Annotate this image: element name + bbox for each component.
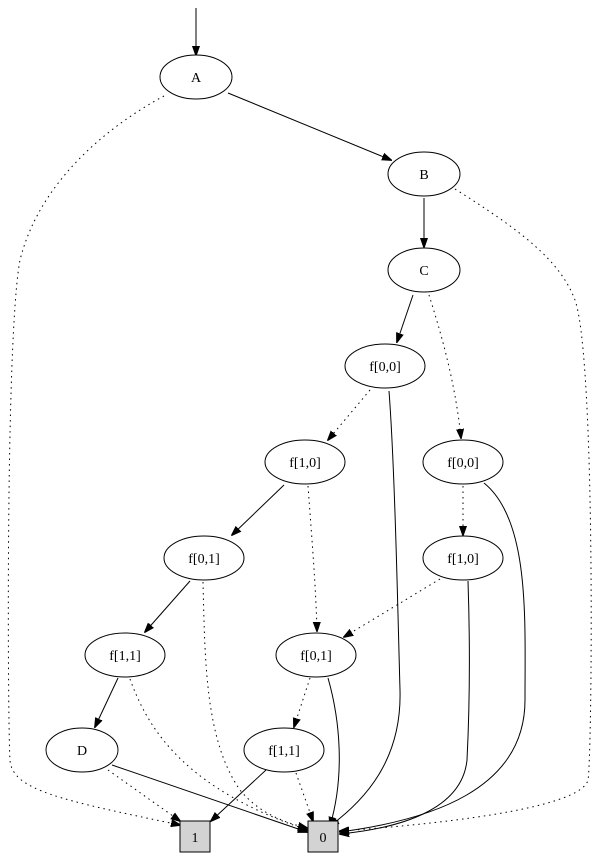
edge-f00left-zero-high (330, 390, 401, 826)
node-C[interactable]: C (387, 247, 461, 293)
edge-f10left-f01mid-low (307, 485, 317, 631)
node-f11-left[interactable]: f[1,1] (84, 632, 166, 678)
edge-f11mid-zero-low (295, 772, 313, 821)
edge-f00left-f10left-low (328, 389, 371, 440)
terminal-label: 0 (320, 831, 327, 846)
node-label: f[1,0] (447, 552, 479, 567)
edge-f01mid-zero-high (327, 677, 340, 826)
node-f10-right[interactable]: f[1,0] (422, 535, 504, 581)
node-f00-left[interactable]: f[0,0] (344, 343, 426, 389)
node-f11-mid[interactable]: f[1,1] (243, 727, 325, 773)
edge-f11left-zero-low (129, 678, 307, 830)
node-f10-left[interactable]: f[1,0] (264, 439, 346, 485)
node-label: D (77, 744, 87, 759)
node-label: C (419, 264, 428, 279)
edge-f00right-zero-high (340, 482, 526, 832)
node-label: f[0,1] (300, 649, 332, 664)
edge-f11mid-one-high (211, 769, 267, 821)
terminal-label: 1 (192, 831, 199, 846)
edge-f01left-f11left-high (145, 580, 191, 632)
node-D[interactable]: D (45, 727, 119, 773)
edge-A-B-high (227, 92, 391, 160)
node-label: f[1,1] (268, 744, 300, 759)
edge-f01mid-f11mid-low (294, 677, 311, 727)
edge-f10left-f01left-high (232, 484, 285, 535)
node-B[interactable]: B (387, 151, 461, 197)
node-f01-mid[interactable]: f[0,1] (275, 632, 357, 678)
terminal-zero[interactable]: 0 (307, 820, 339, 853)
node-label: f[1,0] (289, 456, 321, 471)
edge-f10right-zero-high (340, 580, 470, 834)
node-label: f[0,1] (188, 552, 220, 567)
edge-f11left-D-high (95, 677, 119, 727)
node-f01-left[interactable]: f[0,1] (163, 535, 245, 581)
edge-f01left-zero-low (202, 581, 307, 828)
node-f00-right[interactable]: f[0,0] (422, 439, 504, 485)
edge-D-one-low (107, 769, 180, 821)
edge-C-f00left-high (397, 294, 414, 342)
edge-f10right-f01mid-low (344, 578, 441, 637)
node-label: f[0,0] (369, 360, 401, 375)
node-label: f[1,1] (109, 649, 141, 664)
terminal-one[interactable]: 1 (179, 820, 211, 853)
edge-C-f00right-low (428, 294, 461, 438)
edges (7, 8, 592, 834)
node-label: A (191, 71, 202, 86)
edge-A-one-low (7, 95, 180, 825)
edge-B-zero-low (340, 188, 592, 831)
node-label: f[0,0] (447, 456, 479, 471)
node-label: B (419, 168, 428, 183)
edge-D-zero-high (111, 764, 307, 832)
node-A[interactable]: A (159, 54, 233, 100)
